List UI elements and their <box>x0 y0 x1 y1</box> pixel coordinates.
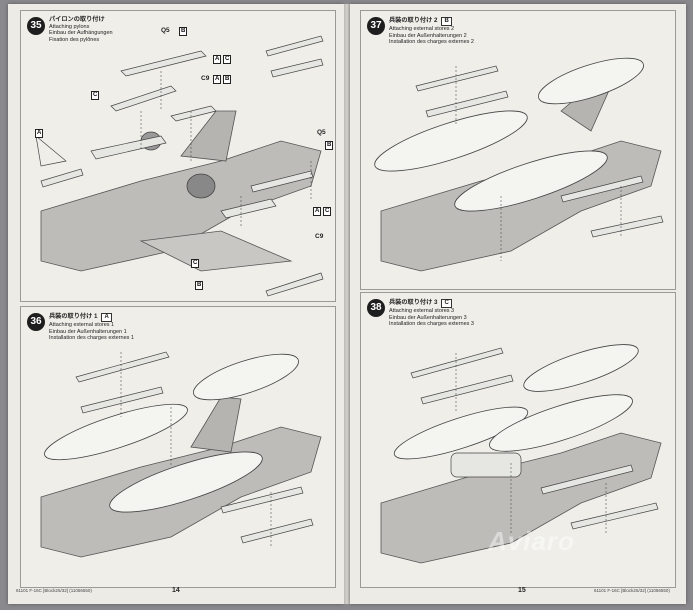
page-footer: 61101 F-16C [Block25/32] (11056550) <box>594 588 670 593</box>
sprue-tag: B <box>325 141 334 150</box>
title-fr: Fixation des pylônes <box>49 36 100 43</box>
step-number: 38 <box>367 299 385 317</box>
step-36-illustration <box>40 351 322 558</box>
title-jp-text: 兵装の取り付け 3 <box>389 299 438 306</box>
title-fr: Installation des charges externes 3 <box>389 321 474 328</box>
sprue-tag: A <box>313 207 322 216</box>
title-fr: Installation des charges externes 2 <box>389 39 474 46</box>
sprue-tag: B <box>195 281 204 290</box>
book-gutter <box>344 4 350 604</box>
watermark: Aviaro <box>488 526 575 556</box>
step-35-illustration <box>35 35 324 297</box>
part-label: Q5 <box>161 27 170 34</box>
sprue-tag: C <box>323 207 332 216</box>
title-de: Einbau der Außenhalterungen 3 <box>389 314 467 321</box>
sprue-tag: B <box>179 27 188 36</box>
step-38-illustration <box>380 344 662 564</box>
title-de: Einbau der Aufhängungen <box>49 30 113 37</box>
sprue-tag: A <box>101 313 112 322</box>
sprue-tag: C <box>441 299 452 308</box>
part-label: C9 <box>201 75 210 82</box>
sprue-tag: B <box>441 17 452 26</box>
part-label: C9 <box>315 233 324 240</box>
part-label: Q5 <box>317 129 326 136</box>
page-number: 14 <box>172 587 180 594</box>
step-titles: パイロンの取り付け Attaching pylons Einbau der Au… <box>49 16 113 43</box>
step-number: 36 <box>27 313 45 331</box>
sprue-tag: A <box>35 129 44 138</box>
title-en: Attaching pylons <box>49 23 90 30</box>
step-number: 37 <box>367 17 385 35</box>
title-jp: パイロンの取り付け <box>49 16 105 23</box>
step-number: 35 <box>27 17 45 35</box>
sprue-tag: A <box>213 75 222 84</box>
sprue-tag: A <box>213 55 222 64</box>
title-en: Attaching external stores 3 <box>389 308 455 314</box>
sprue-tag: C <box>223 55 232 64</box>
step-35-panel: 35 パイロンの取り付け Attaching pylons Einbau der… <box>20 10 336 302</box>
page-number: 15 <box>518 587 526 594</box>
sprue-tag: C <box>191 259 200 268</box>
title-de: Einbau der Außenhalterungen 2 <box>389 32 467 39</box>
title-jp-text: 兵装の取り付け 1 <box>49 313 98 320</box>
title-jp-text: 兵装の取り付け 2 <box>389 17 438 24</box>
page-footer: 61101 F-16C [Block25/32] (11056550) <box>16 588 92 593</box>
title-fr: Installation des charges externes 1 <box>49 335 134 342</box>
title-de: Einbau der Außenhalterungen 1 <box>49 328 127 335</box>
title-en: Attaching external stores 1 <box>49 322 115 328</box>
title-en: Attaching external stores 2 <box>389 26 455 32</box>
sprue-tag: C <box>91 91 100 100</box>
sprue-tag: B <box>223 75 232 84</box>
step-37-illustration <box>374 57 664 272</box>
left-page: 35 パイロンの取り付け Attaching pylons Einbau der… <box>8 4 344 604</box>
